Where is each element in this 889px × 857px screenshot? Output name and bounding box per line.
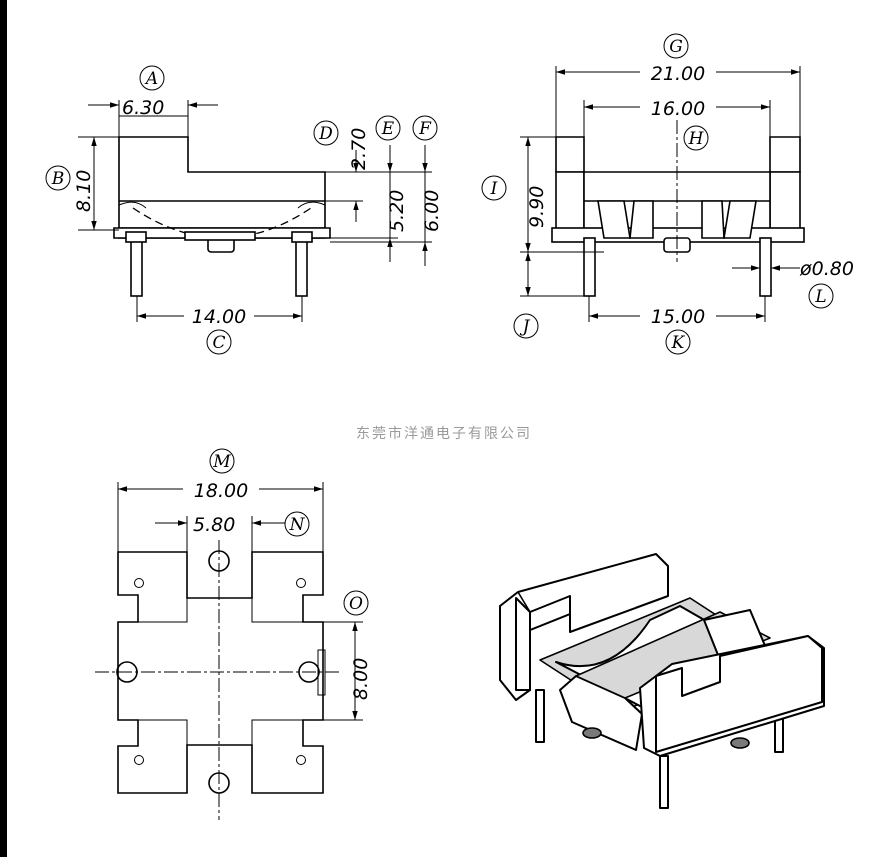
dim-C-value: 14.00	[192, 306, 246, 328]
dim-K-value: 15.00	[651, 306, 705, 328]
left-border	[0, 0, 7, 857]
dim-M-value: 18.00	[194, 480, 248, 502]
callout-A: A	[144, 69, 158, 89]
dim-A-value: 6.30	[122, 97, 164, 119]
dim-F-value: 6.00	[421, 190, 443, 232]
callout-E: E	[381, 119, 395, 139]
side-view: 21.00 G 16.00 H 9.90 I J 15.00 K ø	[481, 33, 854, 355]
dim-B-value: 8.10	[73, 170, 95, 212]
callout-L: L	[814, 287, 826, 307]
dim-G-value: 21.00	[651, 63, 705, 85]
callout-F: F	[418, 119, 432, 139]
watermark-text: 东莞市洋通电子有限公司	[356, 425, 532, 442]
callout-B: B	[51, 169, 65, 189]
dim-I-value: 9.90	[526, 186, 548, 228]
callout-C: C	[212, 333, 225, 353]
callout-K: K	[671, 333, 686, 353]
callout-H: H	[688, 129, 705, 149]
dim-E-value: 5.20	[386, 190, 408, 232]
callout-D: D	[318, 124, 333, 144]
dim-O-value: 8.00	[350, 658, 372, 700]
front-view: 6.30 A 8.10 B 14.00 C 2.70 D 5.20 E	[45, 65, 443, 355]
callout-M: M	[212, 452, 231, 472]
callout-N: N	[289, 515, 306, 535]
bottom-view: 18.00 M 5.80 N 8.00 O	[95, 448, 372, 820]
callout-O: O	[349, 594, 363, 614]
callout-G: G	[669, 37, 683, 57]
dim-L-value: ø0.80	[799, 258, 854, 280]
dim-D-value: 2.70	[348, 128, 370, 170]
dim-H-value: 16.00	[651, 98, 705, 120]
callout-I: I	[490, 179, 498, 199]
isometric-view	[499, 553, 825, 809]
dim-N-value: 5.80	[193, 514, 235, 536]
callout-J: J	[520, 317, 531, 337]
